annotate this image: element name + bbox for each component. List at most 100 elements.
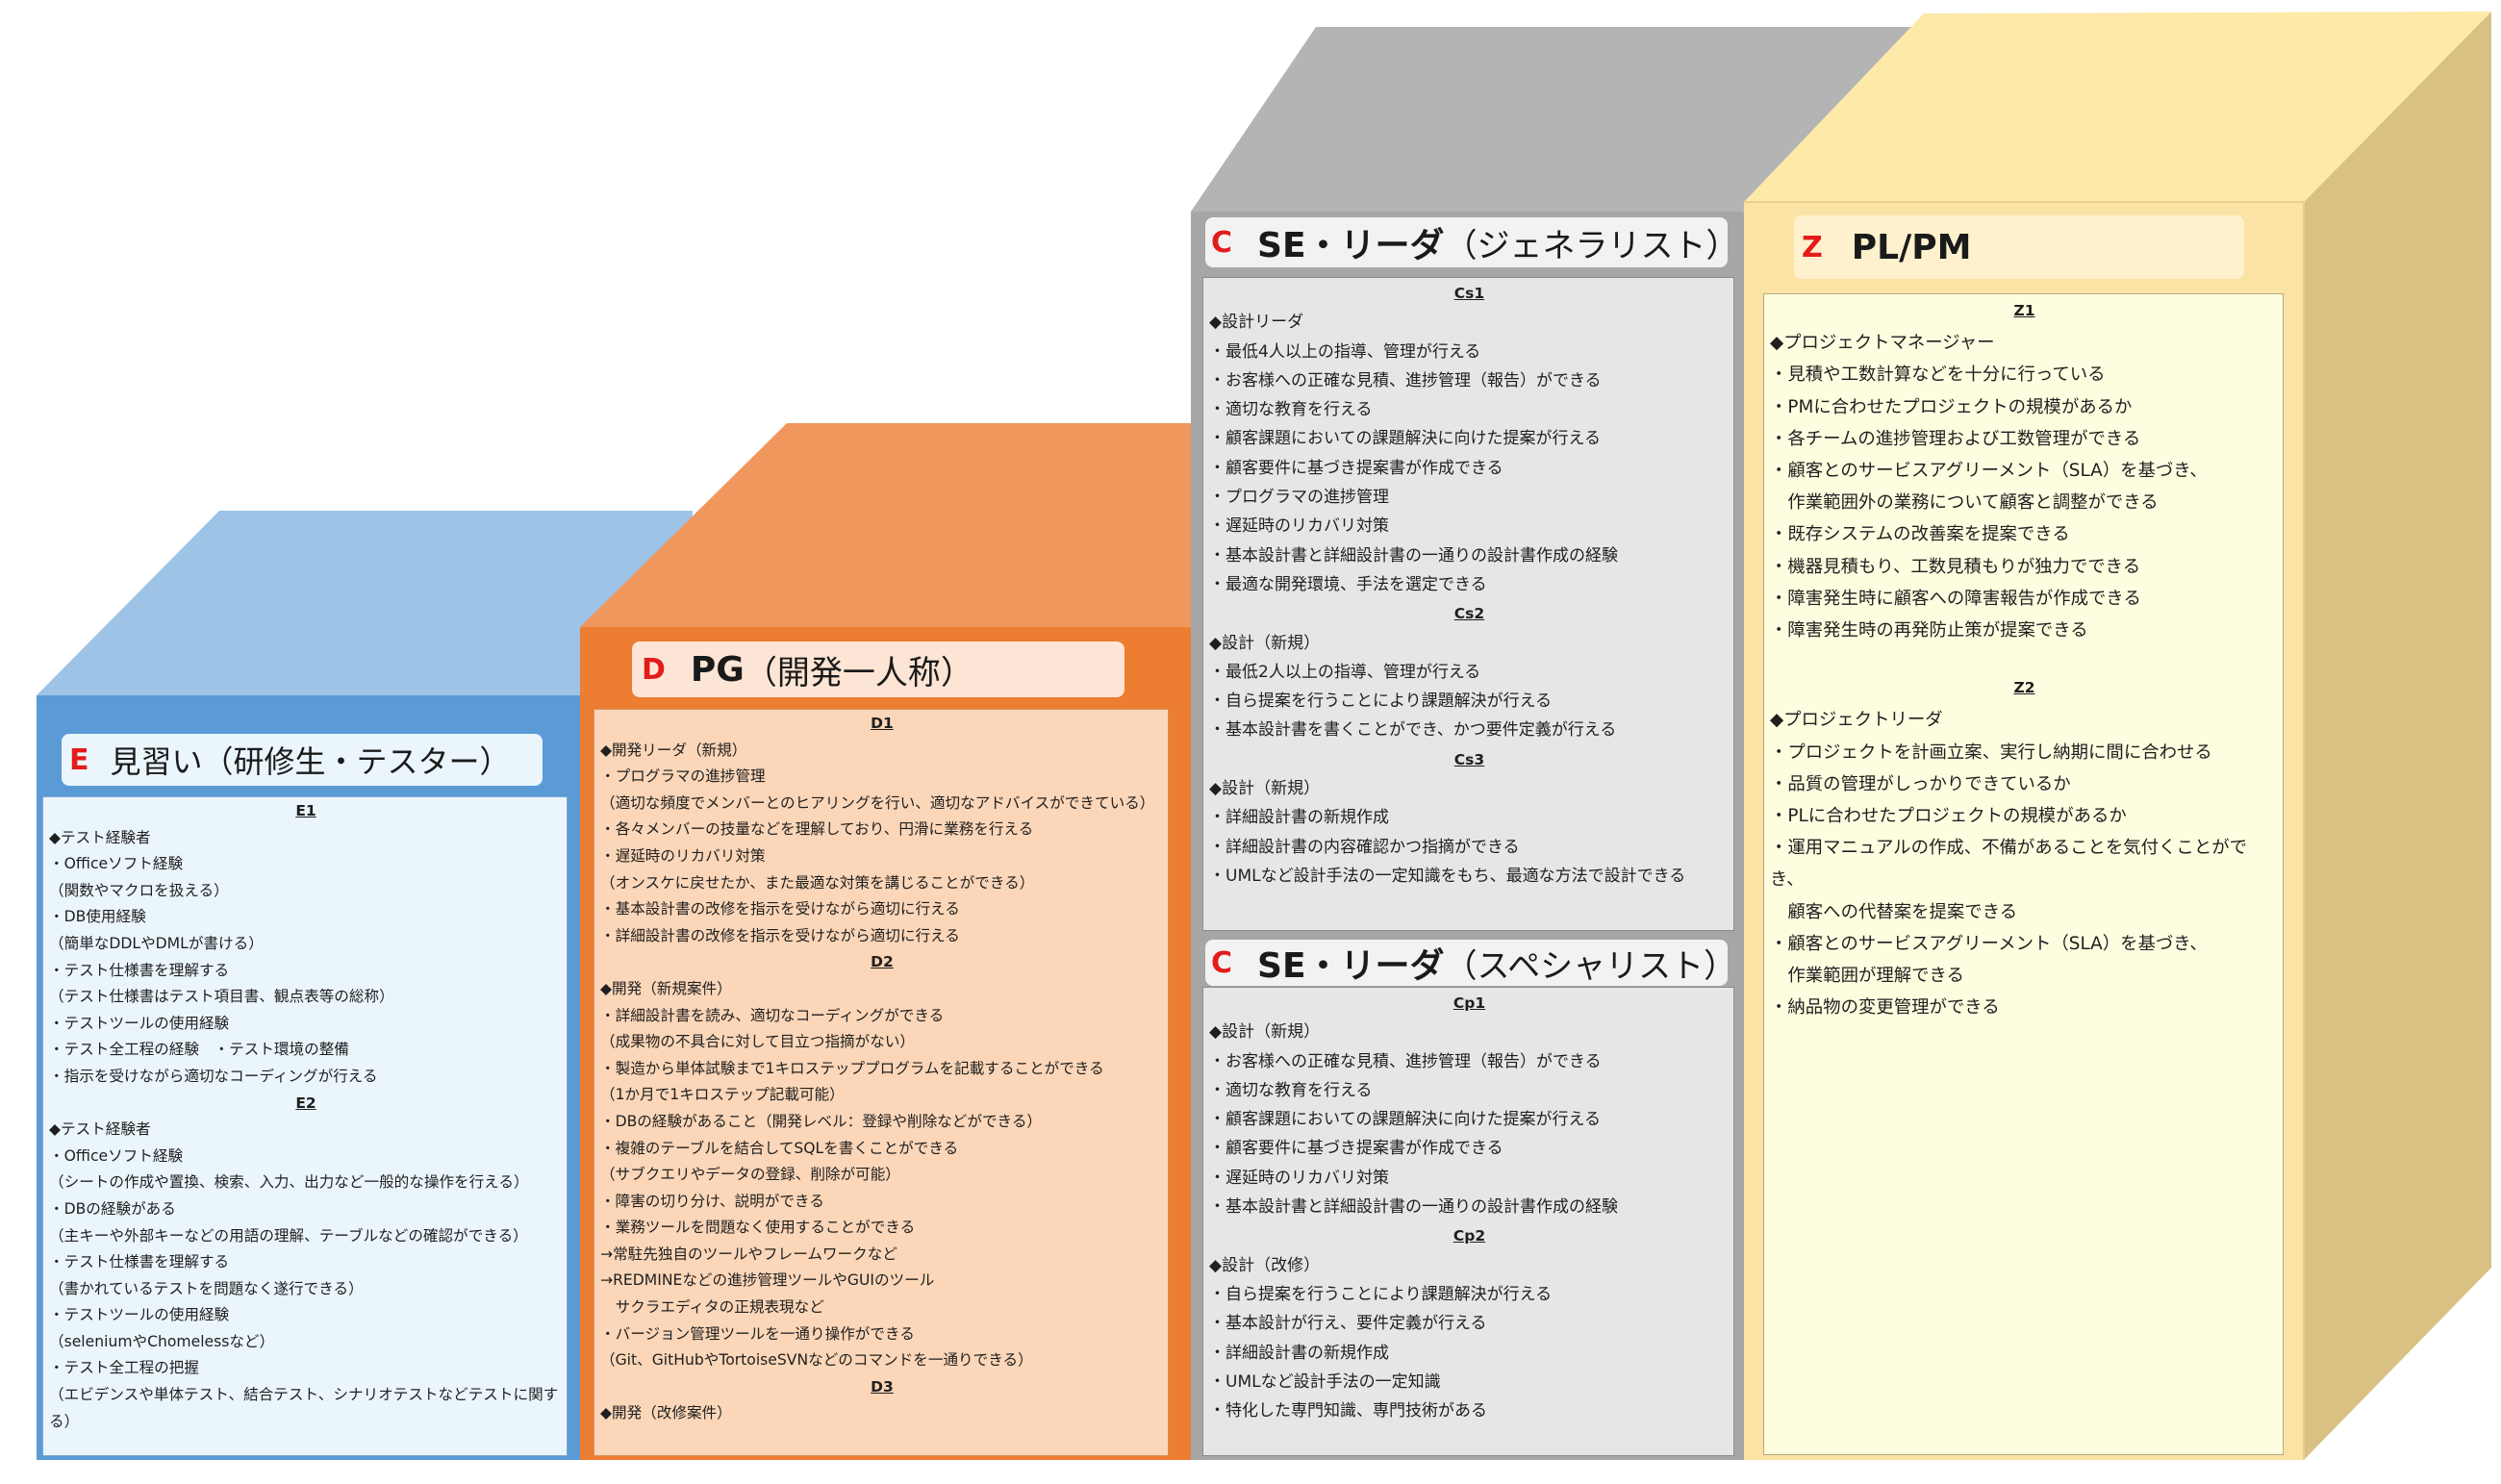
requirement-line: ・顧客課題においての課題解決に向けた提案が行える — [1209, 429, 1601, 449]
requirement-line: ・DBの経験がある — [49, 1199, 176, 1218]
requirement-line: ・DB使用経験 — [49, 908, 146, 926]
requirement-line: ・既存システムの改善案を提案できる — [1770, 524, 2070, 545]
block-C-top — [1191, 27, 1933, 212]
requirement-line: ・自ら提案を行うことにより課題解決が行える — [1209, 692, 1553, 712]
requirement-line: ・テスト仕様書を理解する — [49, 961, 230, 979]
requirement-line: ・遅延時のリカバリ対策 — [600, 846, 766, 865]
title-Cs-sub: （ジェネラリスト） — [1444, 226, 1739, 265]
requirement-line: ・DBの経験があること（開発レベル：登録や削除などができる） — [600, 1112, 1043, 1130]
requirement-line: ・特化した専門知識、専門技術がある — [1209, 1401, 1487, 1421]
requirement-line: （1か月で1キロステップ記載可能） — [600, 1086, 845, 1104]
requirement-line: ・プログラマの進捗管理 — [600, 767, 766, 786]
section-heading: Cs3 — [1453, 750, 1485, 768]
requirement-line: ◆開発リーダ（新規） — [600, 741, 747, 759]
requirement-line: ・遅延時のリカバリ対策 — [1209, 516, 1389, 537]
block-D-top — [580, 423, 1198, 627]
requirement-line: ・詳細設計書を読み、適切なコーディングができる — [600, 1006, 945, 1024]
requirement-line: ◆設計（新規） — [1209, 1022, 1321, 1043]
requirement-line: ◆プロジェクトリーダ — [1770, 710, 1943, 731]
requirement-line: ・遅延時のリカバリ対策 — [1209, 1168, 1389, 1188]
requirement-line: ◆設計リーダ — [1209, 313, 1304, 333]
requirement-line: ・プロジェクトを計画立案、実行し納期に間に合わせる — [1770, 742, 2212, 763]
panel-Cs-requirements: Cs1◆設計リーダ・最低4人以上の指導、管理が行える・お客様への正確な見積、進捗… — [1202, 277, 1734, 931]
requirement-line: ・複雑のテーブルを結合してSQLを書くことができる — [600, 1139, 959, 1157]
section-heading: E2 — [295, 1094, 316, 1112]
requirement-line: ・バージョン管理ツールを一通り操作ができる — [600, 1324, 915, 1343]
requirement-line: （サブクエリやデータの登録、削除が可能） — [600, 1166, 900, 1184]
section-heading: Cs1 — [1453, 285, 1485, 302]
requirement-line: ・UMLなど設計手法の一定知識をもち、最適な方法で設計できる — [1209, 866, 1686, 886]
requirement-line: ・テストツールの使用経験 — [49, 1014, 230, 1032]
requirement-line: ・詳細設計書の新規作成 — [1209, 1343, 1389, 1363]
requirement-line: ・基本設計書を書くことができ、かつ要件定義が行える — [1209, 720, 1617, 741]
requirement-line: ◆開発（改修案件） — [600, 1404, 732, 1422]
requirement-line: （エビデンスや単体テスト、結合テスト、シナリオテストなどテストに関する） — [49, 1386, 559, 1430]
requirement-line: （Git、GitHubやTortoiseSVNなどのコマンドを一通りできる） — [600, 1351, 1033, 1370]
requirement-line: ・各々メンバーの技量などを理解しており、円滑に業務を行える — [600, 820, 1034, 839]
level-code-Z: Z — [1802, 230, 1823, 264]
requirement-line: ・適切な教育を行える — [1209, 1080, 1373, 1100]
requirement-line: ・UMLなど設計手法の一定知識 — [1209, 1371, 1441, 1392]
requirement-line: （簡単なDDLやDMLが書ける） — [49, 934, 264, 952]
requirement-line: →REDMINEなどの進捗管理ツールやGUIのツール — [600, 1271, 935, 1290]
requirement-line: 作業範囲外の業務について顧客と調整ができる — [1770, 492, 2159, 514]
title-Z: Z PL/PM — [1794, 215, 2244, 279]
requirement-line: ・お客様への正確な見積、進捗管理（報告）ができる — [1209, 1051, 1602, 1071]
requirement-line: ・顧客とのサービスアグリーメント（SLA）を基づき、 — [1770, 461, 2208, 482]
requirement-line: ・テストツールの使用経験 — [49, 1306, 230, 1324]
requirement-line: ・業務ツールを問題なく使用することができる — [600, 1219, 916, 1237]
requirement-line: サクラエディタの正規表現など — [600, 1298, 824, 1317]
requirement-line: ・適切な教育を行える — [1209, 400, 1373, 420]
level-code-Cs: C — [1211, 225, 1233, 260]
requirement-line: ・テスト仕様書を理解する — [49, 1253, 230, 1271]
title-Z-main: PL/PM — [1851, 227, 1972, 267]
requirement-line: ・顧客とのサービスアグリーメント（SLA）を基づき、 — [1770, 933, 2208, 954]
section-heading: D3 — [871, 1377, 894, 1396]
requirement-line: ・詳細設計書の新規作成 — [1209, 808, 1389, 828]
requirement-line: （オンスケに戻せたか、また最適な対策を講じることができる） — [600, 873, 1035, 892]
section-heading: Cs2 — [1453, 605, 1485, 623]
requirement-line: ・テスト全工程の経験 ・テスト環境の整備 — [49, 1041, 349, 1059]
requirement-line: ◆テスト経験者 — [49, 828, 151, 846]
requirement-line: （成果物の不具合に対して目立つ指摘がない） — [600, 1033, 916, 1051]
requirement-line: ・詳細設計書の改修を指示を受けながら適切に行える — [600, 926, 960, 944]
panel-Cp-requirements: Cp1◆設計（新規）・お客様への正確な見積、進捗管理（報告）ができる・適切な教育… — [1202, 987, 1734, 1456]
requirement-line: ・PMに合わせたプロジェクトの規模があるか — [1770, 396, 2133, 417]
requirement-line: ・指示を受けながら適切なコーディングが行える — [49, 1067, 378, 1085]
requirement-line: ・最適な開発環境、手法を選定できる — [1209, 574, 1487, 594]
requirement-line: ・顧客要件に基づき提案書が作成できる — [1209, 1139, 1503, 1159]
requirement-line: （seleniumやChomelessなど） — [49, 1332, 275, 1350]
block-E-top — [37, 511, 693, 695]
requirement-line: ◆テスト経験者 — [49, 1120, 151, 1139]
requirement-line: （関数やマクロを扱える） — [49, 881, 229, 899]
requirement-line: ・プログラマの進捗管理 — [1209, 488, 1389, 508]
title-Cp-sub: （スペシャリスト） — [1444, 946, 1737, 986]
requirement-line: ・Officeソフト経験 — [49, 855, 184, 873]
requirement-line: ・機器見積もり、工数見積もりが独力でできる — [1770, 556, 2141, 577]
requirement-line: ・Officeソフト経験 — [49, 1146, 184, 1165]
level-code-Cp: C — [1211, 945, 1233, 980]
requirement-line: ・製造から単体試験まで1キロステッププログラムを記載することができる — [600, 1059, 1104, 1077]
panel-Z-requirements: Z1◆プロジェクトマネージャー・見積や工数計算などを十分に行っている・PMに合わ… — [1763, 293, 2284, 1455]
title-E-main: 見習い — [110, 743, 203, 780]
requirement-line: ◆設計（改修） — [1209, 1255, 1321, 1275]
requirement-line: ・障害発生時の再発防止策が提案できる — [1770, 620, 2088, 641]
section-heading: Z2 — [2013, 679, 2035, 697]
title-Cs: C SE・リーダ （ジェネラリスト） — [1205, 217, 1739, 267]
requirement-line: ・納品物の変更管理ができる — [1770, 997, 2000, 1019]
level-code-E: E — [69, 742, 89, 777]
block-Z-top — [1744, 12, 2491, 202]
panel-E-requirements: E1◆テスト経験者・Officeソフト経験（関数やマクロを扱える）・DB使用経験… — [42, 796, 568, 1456]
section-heading: D1 — [871, 715, 894, 732]
requirement-line: →常駐先独自のツールやフレームワークなど — [600, 1245, 897, 1263]
requirement-line: ・お客様への正確な見積、進捗管理（報告）ができる — [1209, 370, 1602, 390]
section-heading: E1 — [295, 802, 316, 819]
section-heading: D2 — [871, 953, 894, 971]
title-Cp: C SE・リーダ （スペシャリスト） — [1205, 940, 1736, 986]
requirement-line: ◆設計（新規） — [1209, 633, 1321, 653]
panel-D-requirements: D1◆開発リーダ（新規）・プログラマの進捗管理（適切な頻度でメンバーとのヒアリン… — [594, 709, 1169, 1456]
title-D-main: PG — [690, 649, 745, 690]
section-heading: Cp2 — [1453, 1227, 1486, 1245]
requirement-line: ・テスト全工程の把握 — [49, 1359, 199, 1377]
requirement-line: ・顧客要件に基づき提案書が作成できる — [1209, 458, 1503, 478]
